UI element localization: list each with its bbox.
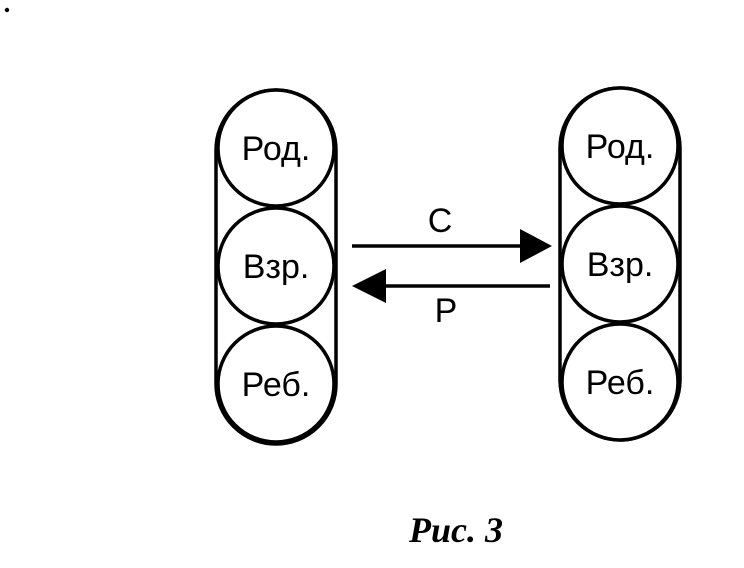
left-node-child-circle	[216, 324, 336, 444]
arrow-response-label: Р	[435, 292, 458, 330]
right-node-parent-label: Род.	[586, 128, 655, 166]
speck	[4, 7, 10, 13]
arrow-right-head-icon	[520, 229, 552, 263]
right-node-adult-circle	[560, 204, 680, 324]
arrow-left-head-icon	[352, 269, 386, 303]
left-node-adult-label: Взр.	[243, 248, 310, 286]
right-node-adult-label: Взр.	[587, 246, 654, 284]
right-node-child-circle	[560, 322, 680, 442]
right-node-child-label: Реб.	[586, 364, 655, 402]
left-column: Род. Взр. Реб.	[214, 88, 338, 446]
left-node-child-label: Реб.	[242, 366, 311, 404]
right-node-parent-circle	[560, 86, 680, 206]
arrow-stimulus-label: С	[428, 202, 453, 240]
arrow-stimulus: С	[352, 202, 552, 263]
left-node-parent-circle	[216, 88, 336, 208]
right-column: Род. Взр. Реб.	[558, 86, 682, 442]
figure-caption: Рис. 3	[408, 510, 503, 550]
left-node-parent-label: Род.	[242, 130, 311, 168]
arrow-response: Р	[352, 269, 550, 330]
left-node-adult-circle	[216, 206, 336, 326]
